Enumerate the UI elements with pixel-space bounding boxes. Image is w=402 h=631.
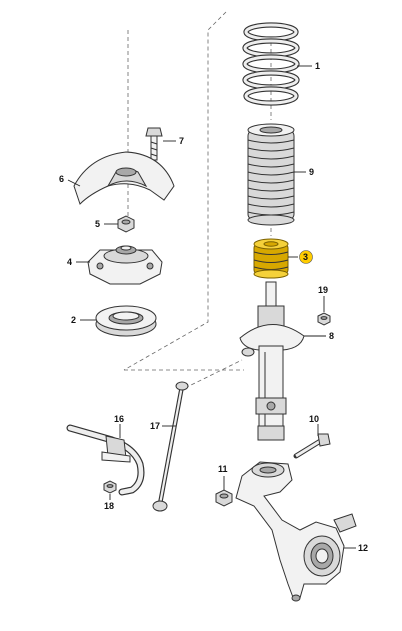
callout-17: 17 (150, 421, 160, 431)
assembly-guide-lines (123, 11, 272, 389)
strut-bearing (95, 305, 157, 337)
leader-lines (67, 65, 356, 549)
knuckle-nut (215, 489, 233, 507)
callout-4: 4 (67, 257, 72, 267)
callout-10: 10 (309, 414, 319, 424)
callout-3-highlight (299, 250, 313, 264)
strut-nut (317, 312, 331, 326)
steering-knuckle (235, 461, 357, 602)
callout-18: 18 (104, 501, 114, 511)
stabilizer-link (152, 381, 189, 512)
callout-7: 7 (179, 136, 184, 146)
callout-8: 8 (329, 331, 334, 341)
bump-stop (253, 238, 289, 279)
stabilizer-bar (66, 424, 145, 496)
coil-spring (242, 22, 300, 106)
callout-1: 1 (315, 61, 320, 71)
callout-16: 16 (114, 414, 124, 424)
stabilizer-nut (103, 480, 117, 494)
dust-boot (247, 123, 295, 226)
callout-9: 9 (309, 167, 314, 177)
callout-12: 12 (358, 543, 368, 553)
callout-3: 3 (303, 252, 308, 262)
top-nut (117, 215, 135, 233)
callout-5: 5 (95, 219, 100, 229)
callout-11: 11 (218, 464, 228, 474)
heat-shield-plate (73, 151, 175, 205)
callout-labels: 1 2 3 4 5 6 7 8 9 10 11 12 16 17 18 19 (59, 61, 368, 553)
clamp-bolt (293, 433, 331, 459)
strut-top-mount (87, 245, 163, 285)
callout-2: 2 (71, 315, 76, 325)
mounting-bolt (145, 127, 163, 161)
strut-shock-absorber (239, 281, 305, 441)
callout-6: 6 (59, 174, 64, 184)
callout-19: 19 (318, 285, 328, 295)
